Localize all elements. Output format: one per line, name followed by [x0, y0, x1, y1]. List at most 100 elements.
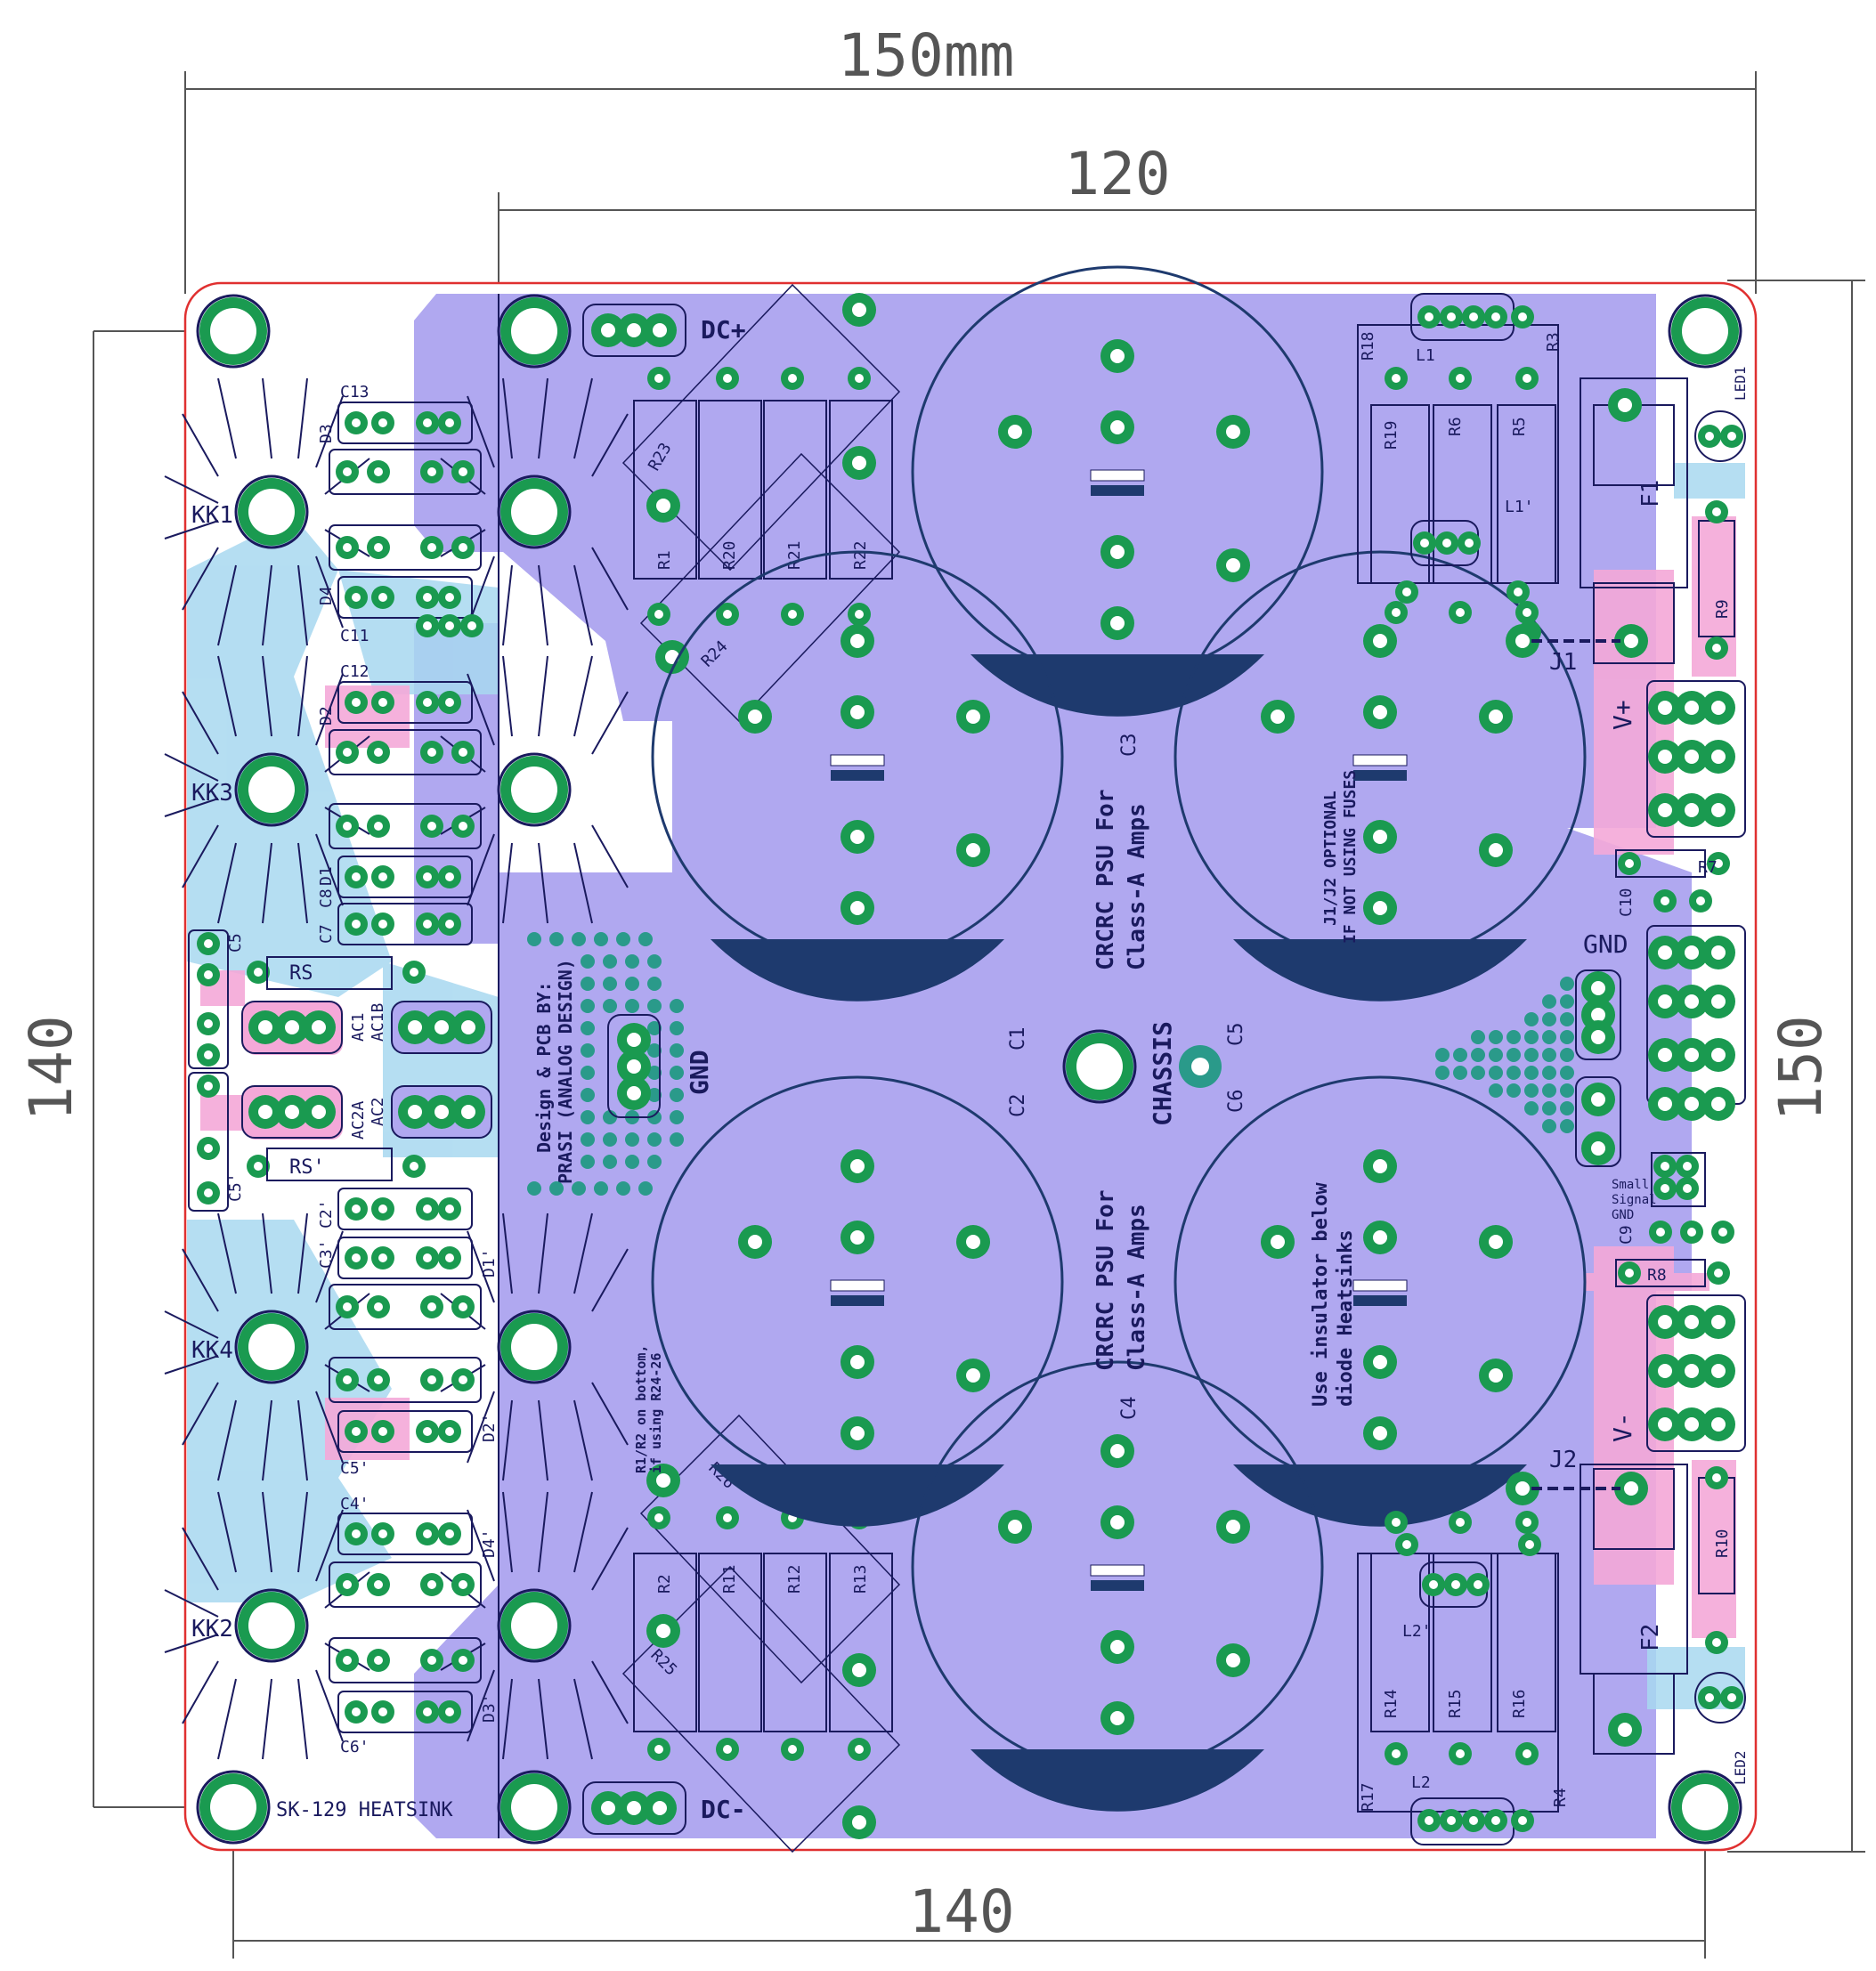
label-c11: C11	[340, 627, 370, 645]
heatsink-note: SK-129 HEATSINK	[276, 1799, 453, 1821]
label-j1: J1	[1549, 649, 1577, 676]
label-c2p: C2'	[317, 1199, 336, 1229]
label-c8: C8	[317, 888, 336, 908]
label-r2: R2	[655, 1574, 674, 1594]
label-rsp: RS'	[289, 1156, 325, 1179]
title-1b: Class-A Amps	[1124, 803, 1150, 970]
credit-2: PRASI (ANALOG DESIGN)	[555, 959, 576, 1184]
dim-top-outer: 150mm	[838, 21, 1015, 90]
label-r15: R15	[1446, 1689, 1465, 1718]
small-signal-2: Signal	[1612, 1193, 1657, 1207]
dim-left: 140	[17, 1015, 85, 1121]
label-r18: R18	[1359, 331, 1377, 361]
label-r20: R20	[720, 540, 739, 570]
label-r14: R14	[1382, 1689, 1401, 1718]
label-led1: LED1	[1732, 366, 1749, 401]
label-vplus: V+	[1608, 700, 1637, 730]
label-d3: D3	[317, 424, 336, 443]
label-d1: D1	[317, 866, 336, 886]
label-r13: R13	[851, 1564, 870, 1594]
note-r2: if using R24-26	[648, 1353, 664, 1473]
right-top-labels: R18 L1 R3 R19 R6 R5 L1' R14 R15 R16 L2' …	[1359, 331, 1570, 1812]
label-c4: C4	[1118, 1397, 1141, 1421]
label-ac2a: AC2A	[349, 1100, 368, 1140]
title-2a: CRCRC PSU For	[1092, 1190, 1119, 1372]
label-r10: R10	[1713, 1529, 1732, 1558]
side-notes: J1/J2 OPTIONAL IF NOT USING FUSES Use in…	[533, 770, 1360, 1473]
front-copper-pour	[414, 294, 1692, 1838]
label-r3: R3	[1544, 332, 1563, 352]
label-c12: C12	[340, 662, 370, 681]
big-capacitors	[651, 265, 1587, 1812]
label-f1: F1	[1637, 480, 1664, 507]
left-parts	[188, 402, 482, 1733]
label-r17: R17	[1359, 1782, 1377, 1812]
label-d3p: D3'	[480, 1693, 499, 1723]
label-r7: R7	[1698, 858, 1718, 877]
label-r1: R1	[655, 550, 674, 570]
c5-c6-pads: C5 C6	[1179, 1023, 1247, 1114]
dim-right: 150	[1766, 1015, 1835, 1121]
label-c1: C1	[1007, 1027, 1029, 1051]
label-j2: J2	[1549, 1447, 1577, 1473]
dc-minus-label: DC-	[701, 1795, 746, 1824]
label-d1p: D1'	[480, 1248, 499, 1278]
label-c7: C7	[317, 924, 336, 944]
small-signal-3: GND	[1612, 1208, 1634, 1222]
label-d4p: D4'	[480, 1529, 499, 1558]
label-r4: R4	[1551, 1788, 1570, 1807]
via-field-center	[527, 932, 684, 1196]
label-led2: LED2	[1732, 1750, 1749, 1785]
gnd-center-label: GND	[685, 1050, 714, 1095]
right-edge-labels: J1 J2 F1 F2 V+ V- LED1 LED2 R9 R10 R7 R8…	[1549, 366, 1749, 1785]
credit-1: Design & PCB BY:	[533, 981, 555, 1153]
right-edge-pads	[1506, 388, 1743, 1747]
label-r11: R11	[720, 1564, 739, 1594]
label-d4: D4	[317, 586, 336, 605]
label-d2: D2	[317, 706, 336, 726]
label-r16: R16	[1510, 1689, 1529, 1718]
label-l1: L1	[1416, 346, 1435, 365]
note-ins1: Use insulator below	[1310, 1182, 1332, 1407]
label-f2: F2	[1637, 1624, 1664, 1651]
label-r12: R12	[785, 1564, 804, 1594]
right-edge-parts	[1580, 377, 1746, 1755]
title-1a: CRCRC PSU For	[1092, 790, 1119, 971]
label-ac2: AC2	[369, 1097, 387, 1126]
label-r6: R6	[1446, 417, 1465, 436]
label-c2: C2	[1007, 1094, 1029, 1118]
label-vminus: V-	[1608, 1412, 1637, 1442]
title-2b: Class-A Amps	[1124, 1204, 1150, 1371]
label-c4p: C4'	[340, 1495, 370, 1513]
label-c5-left: C5	[226, 933, 245, 953]
label-c5p-left: C5'	[226, 1172, 245, 1202]
label-c6p: C6'	[340, 1738, 370, 1756]
heatsink-label-kk3: KK3	[191, 780, 233, 807]
heatsinks	[164, 294, 629, 1838]
label-r9: R9	[1713, 599, 1732, 619]
label-c6: C6	[1225, 1090, 1247, 1114]
jumper-dashes	[1531, 639, 1620, 1490]
label-l2: L2	[1411, 1773, 1431, 1792]
note-j: J1/J2 OPTIONAL	[1321, 791, 1340, 926]
label-rs: RS	[289, 962, 313, 985]
label-r19: R19	[1382, 420, 1401, 450]
cap-labels: C3 C1 C2 C4	[1007, 734, 1141, 1421]
dc-plus-label: DC+	[701, 315, 746, 345]
heatsink-label-kk1: KK1	[191, 502, 233, 529]
label-c10: C10	[1617, 888, 1636, 917]
chassis-label: CHASSIS	[1148, 1021, 1177, 1126]
note-ins2: diode Heatsinks	[1335, 1229, 1357, 1407]
heatsink-label-kk2: KK2	[191, 1616, 233, 1642]
left-labels: C13 D3 D4 C11 C12 D2 D1 C8 C7 C5 C5' RS …	[226, 383, 499, 1756]
label-c3p: C3'	[317, 1239, 336, 1269]
ac-connectors	[241, 956, 492, 1181]
label-r22: R22	[851, 540, 870, 570]
note-j2: IF NOT USING FUSES	[1341, 770, 1360, 944]
label-c5p: C5'	[340, 1459, 370, 1478]
label-c13: C13	[340, 383, 370, 402]
label-r5: R5	[1510, 417, 1529, 436]
small-signal-1: Small	[1612, 1178, 1649, 1192]
dim-bottom: 140	[908, 1878, 1014, 1946]
